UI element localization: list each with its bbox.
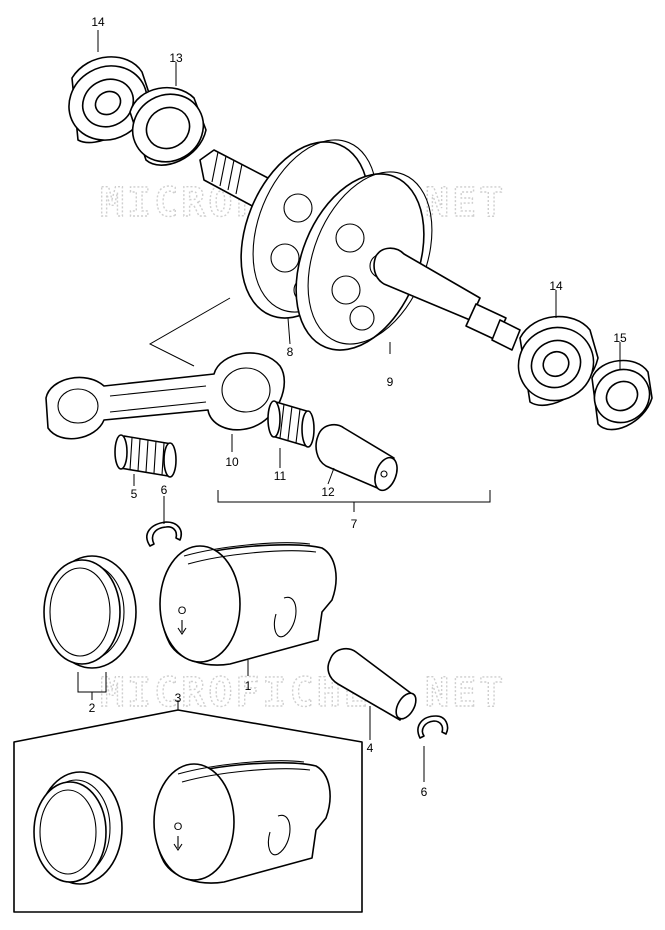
needle-bearing-part-5 (114, 434, 177, 478)
bearing-part-14-right (517, 315, 599, 407)
assembly-bracket-line (148, 297, 231, 367)
callout-12: 12 (321, 485, 335, 499)
callout-13: 13 (169, 51, 183, 65)
oil-seal-part-13 (129, 86, 207, 166)
oil-seal-part-15 (591, 359, 653, 431)
callout-4: 4 (367, 741, 374, 755)
piston-set-arrow-icon (173, 836, 183, 851)
piston-mark-o: O (178, 605, 187, 617)
crankshaft-right-shaft (373, 247, 521, 351)
piston-rings-part-2 (43, 555, 137, 669)
needle-bearing-part-11 (267, 400, 315, 448)
callout-1: 1 (245, 679, 252, 693)
piston-part-1: O (159, 542, 337, 666)
callout-3: 3 (175, 691, 182, 705)
crank-pin-part-12 (315, 423, 398, 492)
connecting-rod-part-10 (45, 352, 285, 440)
piston-set-mark-o: O (174, 821, 183, 833)
bracket-part-7 (217, 490, 491, 512)
callout-15: 15 (613, 331, 627, 345)
callout-7: 7 (351, 517, 358, 531)
circlip-part-6-lower (417, 715, 449, 739)
callout-2: 2 (89, 701, 96, 715)
callout-9: 9 (387, 375, 394, 389)
callout-11: 11 (274, 469, 287, 483)
callout-5: 5 (131, 487, 138, 501)
callout-6-lower: 6 (421, 785, 428, 799)
watermark-bottom: MICROFICHES.NET (100, 670, 506, 716)
piston-set: O (153, 760, 331, 884)
callout-8: 8 (287, 345, 294, 359)
callout-14-right: 14 (549, 279, 563, 293)
piston-pin-part-4 (327, 647, 417, 721)
callout-6-upper: 6 (161, 483, 168, 497)
piston-arrow-icon (177, 620, 187, 635)
callout-14-top: 14 (91, 15, 105, 29)
callout-10: 10 (225, 455, 239, 469)
piston-rings-set (33, 771, 123, 885)
piston-set-box-part-3 (13, 709, 363, 913)
callout-labels: 14 13 8 9 14 15 10 11 5 6 12 7 1 2 3 4 6 (89, 15, 627, 799)
leader-lines (77, 30, 621, 782)
circlip-part-6-upper (146, 521, 182, 547)
